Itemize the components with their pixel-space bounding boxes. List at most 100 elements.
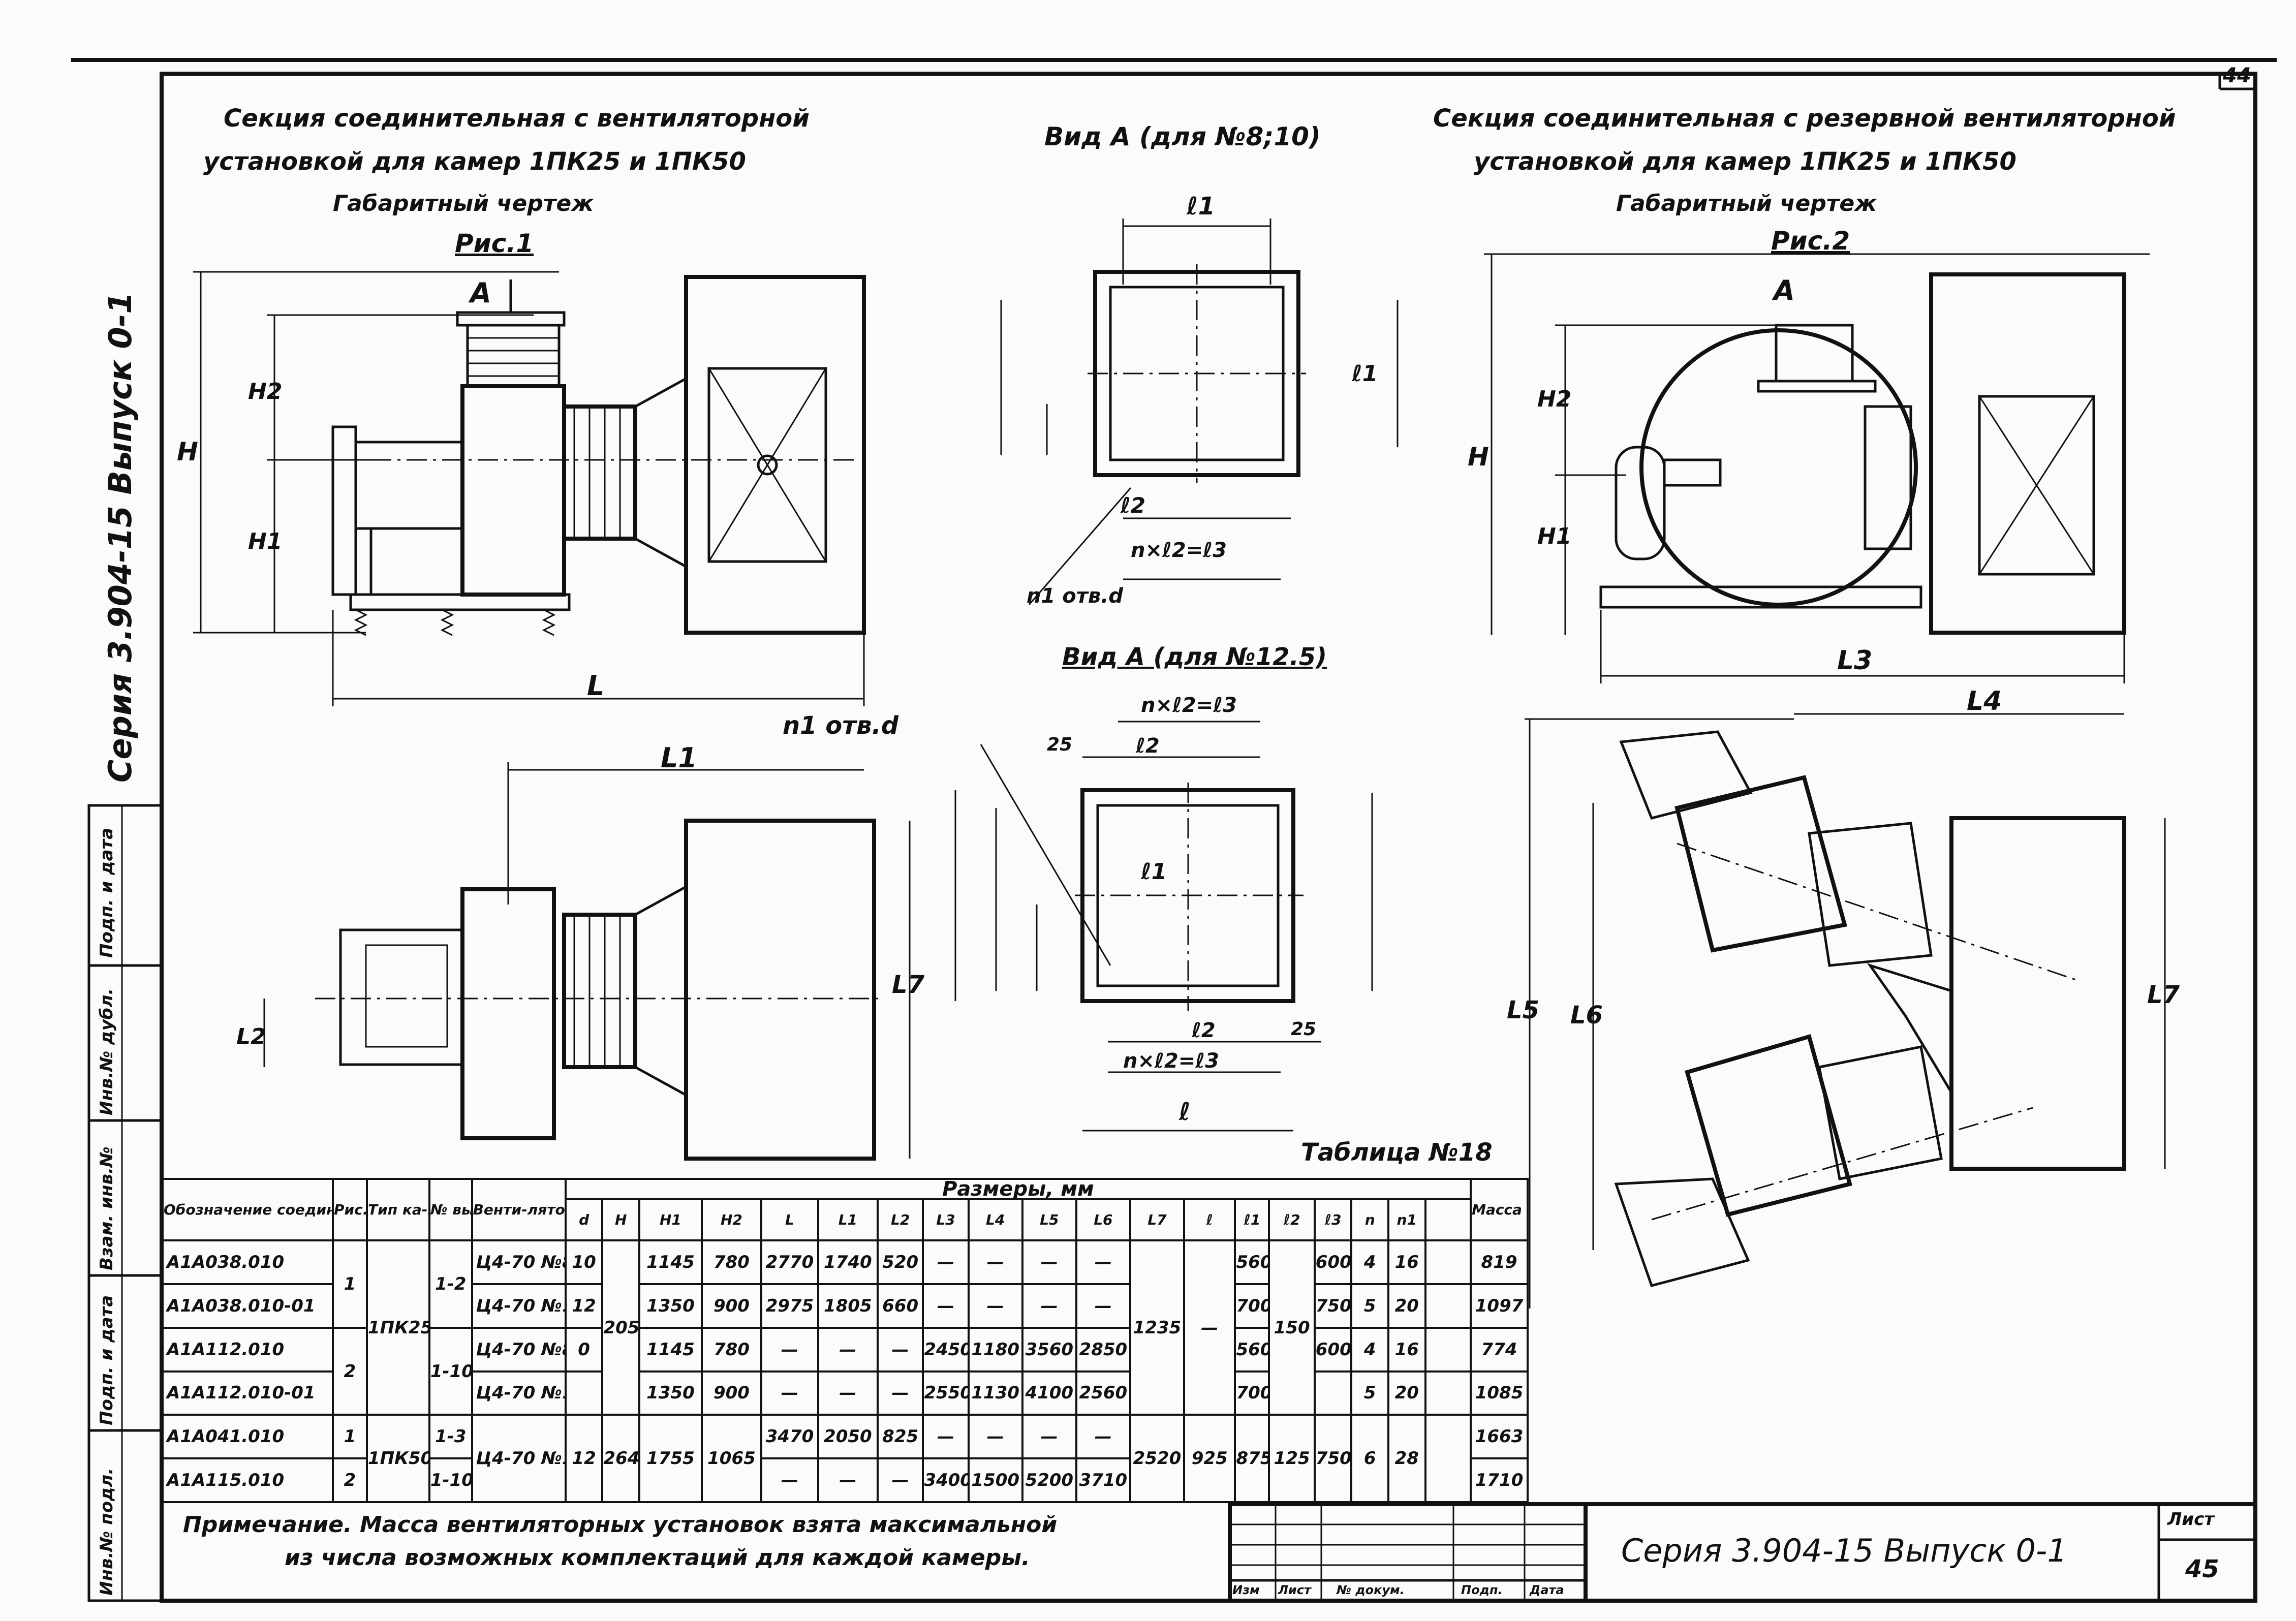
stamp-col-docno: № докум.	[1337, 1583, 1405, 1597]
label-nl2-small: n×ℓ2=ℓ3	[1131, 539, 1227, 562]
label-L1: L1	[661, 742, 697, 774]
stamp-block-lines	[1228, 1502, 2257, 1603]
label-L2: L2	[236, 1024, 266, 1050]
cell-L6: 2850	[1075, 1326, 1131, 1373]
cell-L4: —	[967, 1239, 1023, 1285]
cell-L: —	[760, 1370, 819, 1416]
side-series-label: Серия 3.904-15 Выпуск 0-1	[102, 292, 139, 783]
cell-designation: А1А112.010-01	[161, 1370, 334, 1416]
cell-H1: 1755	[638, 1414, 703, 1503]
cell-l2: 150	[1268, 1239, 1316, 1416]
stamp-col-change: Изм	[1232, 1583, 1260, 1597]
th-fan: Венти-лятор	[471, 1177, 567, 1242]
cell-L5: —	[1021, 1283, 1077, 1329]
cell-H2: 1065	[700, 1414, 763, 1503]
table-row: А1А038.010-01 Ц4-70 №10 12 1350 900 2975…	[161, 1283, 1529, 1329]
cell-mass: 1663	[1470, 1414, 1529, 1460]
th-dim: H1	[638, 1198, 703, 1242]
cell-L: 3470	[760, 1414, 819, 1460]
cell-designation: А1А115.010	[161, 1457, 334, 1503]
cell-H1: 1350	[638, 1370, 703, 1416]
cell-L2: 825	[876, 1414, 924, 1460]
th-dim: n1	[1387, 1198, 1426, 1242]
cell-l3	[1313, 1370, 1353, 1416]
fig1-plan-view	[263, 762, 911, 1161]
cell-d	[564, 1370, 604, 1416]
label-H2-fig2: H2	[1537, 386, 1572, 412]
cell-l1: 700	[1234, 1370, 1270, 1416]
label-l1-right: ℓ1	[1352, 361, 1378, 387]
label-l2-small: ℓ2	[1121, 493, 1146, 518]
cell-L4: —	[967, 1283, 1023, 1329]
th-dim: H2	[700, 1198, 763, 1242]
cell-L3: 2550	[922, 1370, 970, 1416]
cell-l3: 600	[1313, 1239, 1353, 1285]
label-l1-top: ℓ1	[1187, 192, 1216, 221]
cell-L1: 1805	[817, 1283, 879, 1329]
label-H2: H2	[248, 379, 283, 404]
cell-d: 10	[564, 1239, 604, 1285]
cell-l3: 750	[1313, 1414, 1353, 1503]
cell-type: 1ПК25	[366, 1239, 430, 1416]
cell-issue: 1-3	[428, 1414, 473, 1460]
cell-fan: Ц4-70 №10	[471, 1283, 567, 1329]
fig2-plan-view	[1525, 713, 2166, 1308]
label-25-bottom: 25	[1291, 1019, 1317, 1040]
cell-L3: 2450	[922, 1326, 970, 1373]
label-H1-fig2: H1	[1537, 523, 1572, 549]
cell-n1: 20	[1387, 1283, 1426, 1329]
cell-L1: 2050	[817, 1414, 879, 1460]
cell-H2: 900	[700, 1370, 763, 1416]
th-dim: L	[760, 1198, 819, 1242]
stamp-col-sheet: Лист	[1278, 1583, 1311, 1597]
cell-n: 6	[1350, 1414, 1389, 1503]
cell-issue: 1-10	[428, 1326, 473, 1416]
view-a-large	[954, 721, 1373, 1132]
cell-type: 1ПК50	[366, 1414, 430, 1503]
cell-L4: 1500	[967, 1457, 1023, 1503]
label-l1-large: ℓ1	[1141, 859, 1167, 885]
cell-issue: 1-2	[428, 1239, 473, 1329]
th-dim: ℓ3	[1313, 1198, 1353, 1242]
cell-n: 5	[1350, 1370, 1389, 1416]
cell-designation: А1А112.010	[161, 1326, 334, 1373]
cell-L3: —	[922, 1239, 970, 1285]
table-row: А1А115.010 2 1-10 — — — 3400 1500 5200 3…	[161, 1457, 1529, 1503]
cell-H1: 1350	[638, 1283, 703, 1329]
cell-l1: 700	[1234, 1283, 1270, 1329]
note-line-2: из числа возможных комплектаций для кажд…	[285, 1545, 1030, 1571]
view-a-large-title: Вид А (для №12.5)	[1062, 643, 1327, 671]
label-view-arrow-a-fig2: А	[1774, 274, 1795, 306]
cell-L3: —	[922, 1283, 970, 1329]
cell-L: 2975	[760, 1283, 819, 1329]
cell-L2: —	[876, 1457, 924, 1503]
cell-L4: —	[967, 1414, 1023, 1460]
cell-mass: 1097	[1470, 1283, 1529, 1329]
label-L4: L4	[1967, 686, 2002, 716]
cell-L7: 2520	[1129, 1414, 1185, 1503]
cell-L: —	[760, 1326, 819, 1373]
cell-L6: 3710	[1075, 1457, 1131, 1503]
label-H-fig2: H	[1468, 442, 1489, 472]
stamp-sheet-label: Лист	[2167, 1509, 2214, 1530]
cell-fan: Ц4-70 №8	[471, 1326, 567, 1373]
cell-l1: 560	[1234, 1239, 1270, 1285]
cell-mass: 1710	[1470, 1457, 1529, 1503]
th-dim: d	[564, 1198, 604, 1242]
cell-n: 5	[1350, 1283, 1389, 1329]
th-dim-spare	[1424, 1198, 1472, 1242]
table-row: А1А112.010 2 1-10 Ц4-70 №8 0 1145 780 — …	[161, 1326, 1529, 1416]
stamp-col-date: Дата	[1530, 1583, 1564, 1597]
side-stamp-1: Подп. и дата	[97, 827, 117, 958]
cell-l: —	[1183, 1239, 1236, 1416]
th-mass: Масса кг	[1470, 1177, 1529, 1242]
cell-L5: 3560	[1021, 1326, 1077, 1373]
stamp-sheet-number: 45	[2185, 1555, 2219, 1583]
cell-L5: —	[1021, 1414, 1077, 1460]
cell-d: 12	[564, 1283, 604, 1329]
th-fig: Рис.	[332, 1177, 368, 1242]
cell-H1: 1145	[638, 1239, 703, 1285]
fig1-title-line2: установкой для камер 1ПК25 и 1ПК50	[203, 147, 746, 176]
cell-L7: 1235	[1129, 1239, 1185, 1416]
